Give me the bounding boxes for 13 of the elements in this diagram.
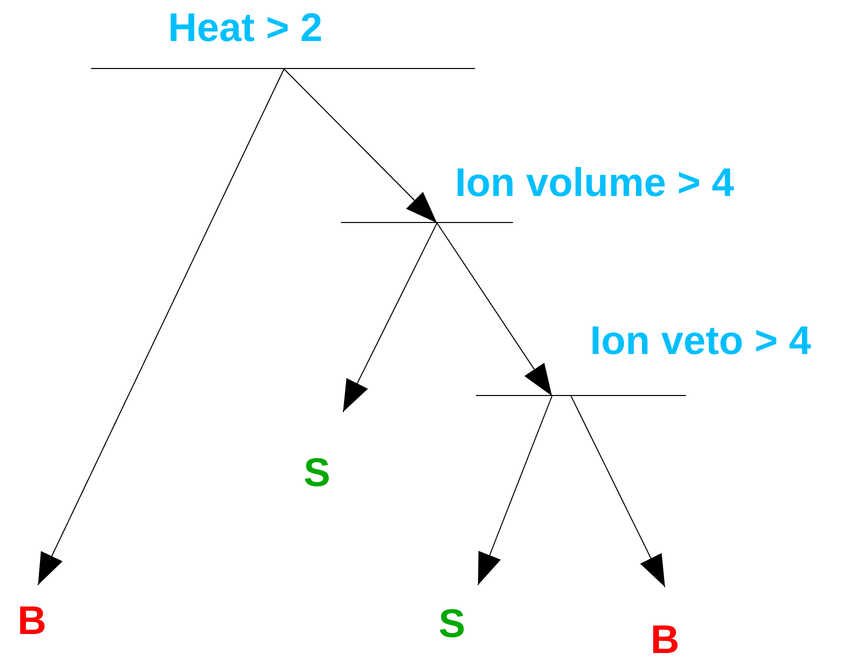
arrow — [478, 396, 552, 586]
class-label: B — [12, 585, 52, 641]
split-condition: Ion volume > 4 — [455, 160, 734, 206]
class-label: S — [432, 585, 472, 644]
class-label: B — [645, 587, 685, 660]
arrow — [38, 68, 284, 586]
arrow — [570, 396, 666, 588]
class-label: S — [297, 412, 337, 493]
arrow — [436, 222, 552, 396]
split-condition: Heat > 2 — [168, 5, 323, 51]
arrow — [284, 68, 438, 224]
split-condition: Ion veto > 4 — [590, 318, 812, 364]
arrow — [342, 222, 438, 412]
